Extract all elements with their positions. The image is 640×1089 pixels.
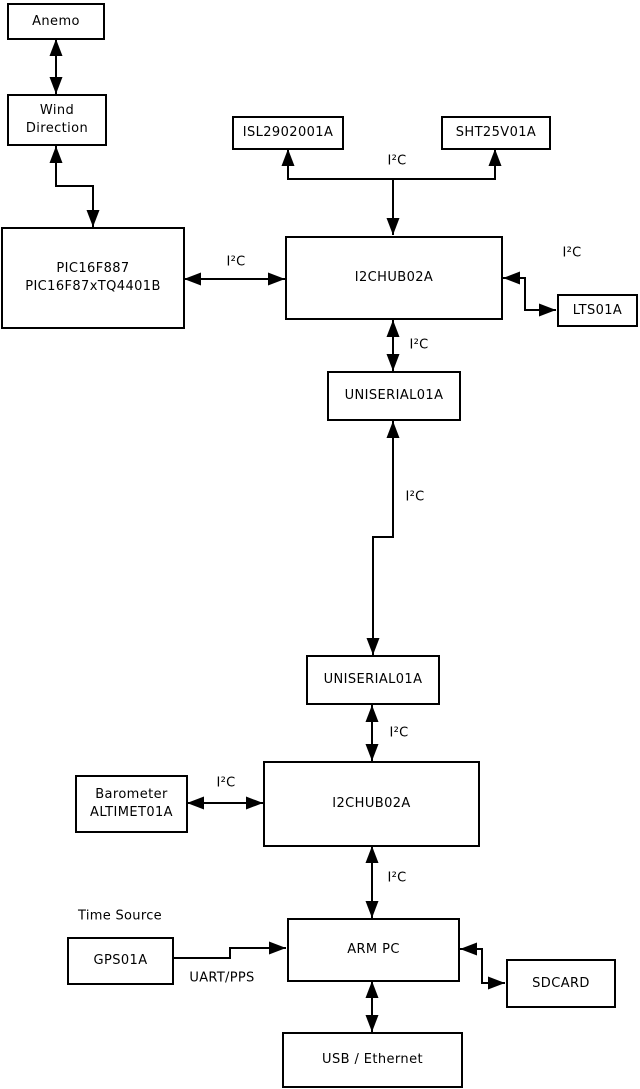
node-pic16f887: PIC16F887 PIC16F87xTQ4401B — [1, 227, 185, 329]
node-uniserial01a-1: UNISERIAL01A — [327, 371, 461, 421]
edge-label-i2c-armpc: I²C — [387, 870, 407, 886]
edge-label-i2c-pic: I²C — [226, 254, 246, 270]
edge-line — [372, 421, 394, 655]
node-arm-pc: ARM PC — [287, 918, 460, 982]
arrowhead-right-icon — [488, 976, 505, 990]
edge-label-i2c-barometer: I²C — [216, 775, 236, 791]
arrowhead-down-icon — [366, 638, 380, 655]
edge-uniserial1-uniserial2 — [366, 421, 400, 655]
arrowhead-down-icon — [365, 744, 379, 761]
arrowhead-left-icon — [184, 272, 201, 286]
arrowhead-up-icon — [365, 981, 379, 998]
edge-pic-hub1 — [184, 272, 285, 286]
arrowhead-right-icon — [246, 796, 263, 810]
edge-hub1-lts — [503, 271, 556, 317]
edge-label-i2c-lts: I²C — [562, 245, 582, 261]
arrowhead-up-icon — [386, 320, 400, 337]
node-wind-direction: Wind Direction — [7, 94, 107, 146]
edge-armpc-usbethernet — [365, 981, 379, 1032]
arrowhead-down-icon — [386, 218, 400, 235]
edge-line — [173, 947, 286, 959]
arrowhead-down-icon — [86, 210, 100, 227]
edge-line — [460, 948, 505, 984]
edge-hub1-uniserial1 — [386, 320, 400, 371]
label-time-source: Time Source — [78, 908, 162, 924]
edge-hub2-armpc — [365, 846, 379, 918]
edge-label-i2c-uniserial2: I²C — [389, 725, 409, 741]
node-barometer: Barometer ALTIMET01A — [75, 775, 188, 833]
edge-hub1-sensors — [281, 149, 502, 235]
edge-label-i2c-long: I²C — [405, 489, 425, 505]
arrowhead-up-icon — [49, 39, 63, 56]
arrowhead-down-icon — [365, 1015, 379, 1032]
edge-label-i2c-uniserial1: I²C — [409, 337, 429, 353]
arrowhead-right-icon — [268, 272, 285, 286]
edge-gps-armpc — [173, 941, 286, 959]
edge-barometer-hub2 — [187, 796, 263, 810]
arrowhead-left-icon — [503, 271, 520, 285]
arrowhead-up-icon — [281, 149, 295, 166]
edge-line — [55, 146, 94, 227]
arrowhead-left-icon — [460, 942, 477, 956]
node-sdcard: SDCARD — [506, 959, 616, 1008]
arrowhead-right-icon — [539, 303, 556, 317]
edge-label-i2c-sensors: I²C — [387, 153, 407, 169]
edge-uniserial2-hub2 — [365, 705, 379, 761]
arrowhead-down-icon — [386, 354, 400, 371]
node-i2chub02a-1: I2CHUB02A — [285, 236, 503, 320]
node-sht25v01a: SHT25V01A — [441, 116, 551, 150]
edge-line — [503, 277, 556, 311]
arrowhead-up-icon — [365, 846, 379, 863]
arrowhead-left-icon — [187, 796, 204, 810]
edge-armpc-sdcard — [460, 942, 505, 990]
node-uniserial01a-2: UNISERIAL01A — [306, 655, 440, 705]
edge-wind-pic — [49, 146, 100, 227]
node-lts01a: LTS01A — [557, 294, 638, 327]
node-i2chub02a-2: I2CHUB02A — [263, 761, 480, 847]
arrowhead-up-icon — [386, 421, 400, 438]
arrowhead-down-icon — [49, 77, 63, 94]
node-isl2902001a: ISL2902001A — [232, 116, 344, 150]
arrowhead-up-icon — [488, 149, 502, 166]
arrowhead-right-icon — [269, 941, 286, 955]
arrowhead-up-icon — [365, 705, 379, 722]
arrowhead-down-icon — [365, 901, 379, 918]
arrowhead-up-icon — [49, 146, 63, 163]
node-anemo: Anemo — [7, 3, 105, 40]
node-gps01a: GPS01A — [67, 937, 174, 985]
node-usb-ethernet: USB / Ethernet — [282, 1032, 463, 1088]
edge-anemo-wind — [49, 39, 63, 94]
edge-label-uart-pps: UART/PPS — [189, 970, 255, 986]
